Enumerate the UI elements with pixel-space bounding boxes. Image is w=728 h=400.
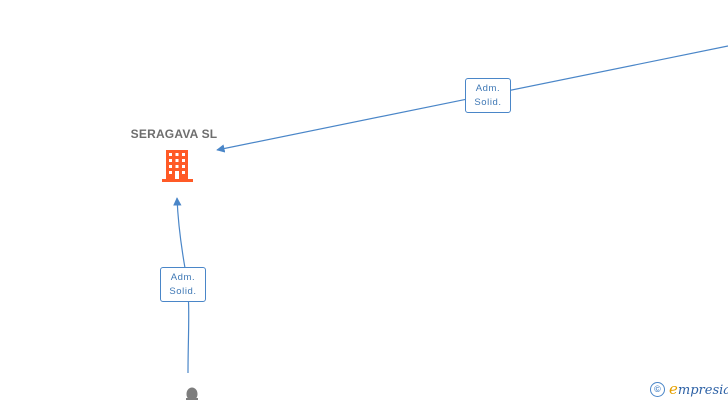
- company-name[interactable]: SERAGAVA SL: [130, 127, 218, 141]
- edge-label-bottom-line2: Solid.: [169, 286, 197, 297]
- edge-label-top: Adm. Solid.: [465, 78, 511, 113]
- edge-label-top-line2: Solid.: [474, 97, 502, 108]
- copyright-icon: ©: [650, 381, 665, 397]
- edge-label-bottom: Adm. Solid.: [160, 267, 206, 302]
- copyright-footer: © empresia: [650, 379, 728, 399]
- brand-logo-rest: mpresia: [677, 383, 728, 398]
- building-icon[interactable]: [162, 150, 193, 182]
- edge-label-bottom-line1: Adm.: [170, 272, 196, 283]
- edge-label-top-line1: Adm.: [475, 83, 501, 94]
- person-icon[interactable]: [186, 387, 198, 400]
- brand-logo-e: e: [669, 380, 678, 398]
- brand-logo: empresia: [669, 380, 728, 398]
